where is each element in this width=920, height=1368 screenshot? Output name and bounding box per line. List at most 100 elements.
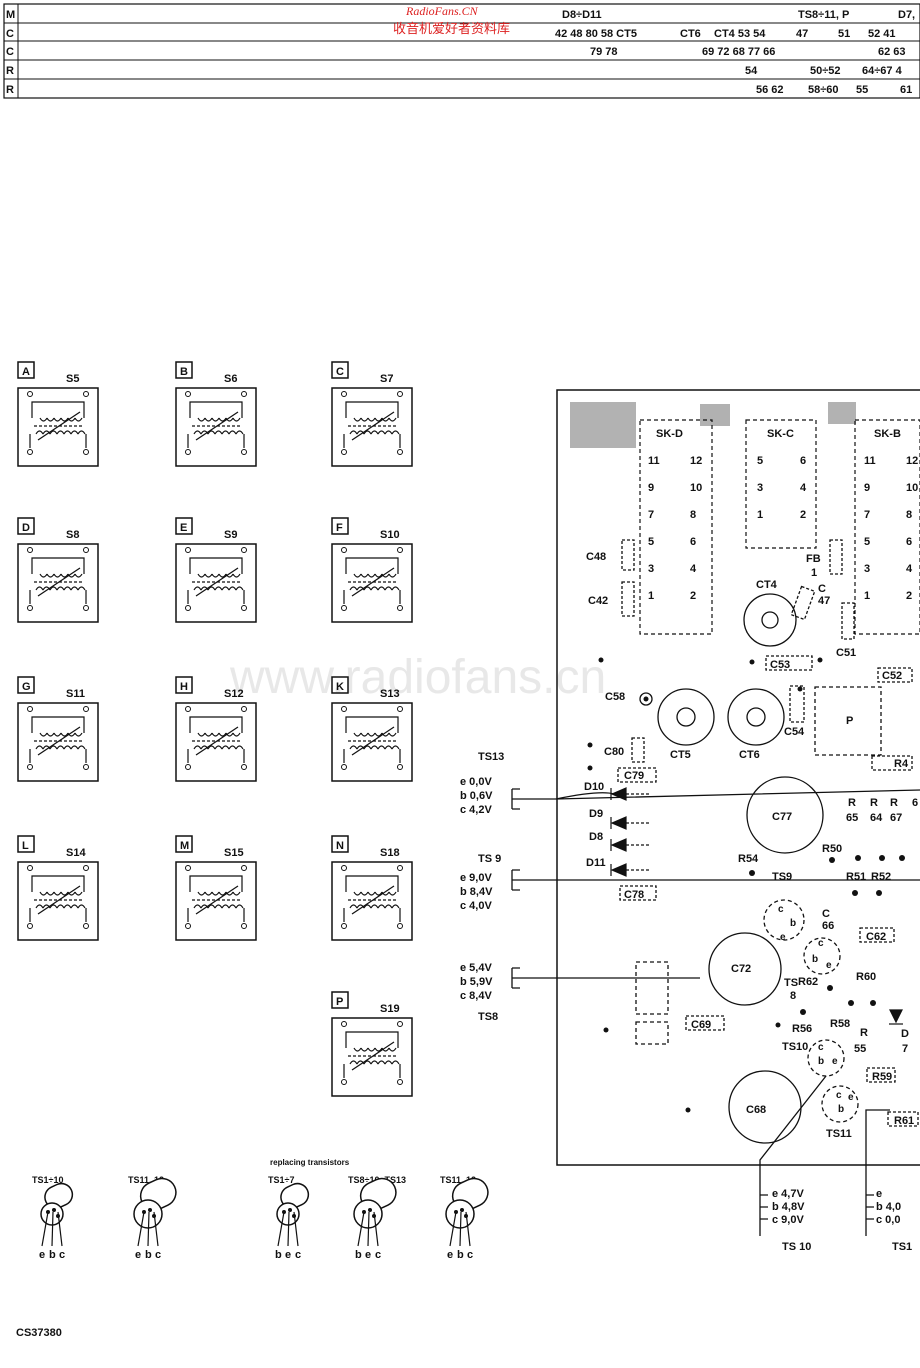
- coil-letter: L: [22, 840, 29, 852]
- parts-location-table: [3, 3, 920, 99]
- component-label: R60: [856, 971, 876, 983]
- coil-letter: F: [336, 522, 343, 534]
- component-label: 1: [811, 567, 817, 579]
- resistor-r4: [871, 755, 913, 771]
- pin-number: 5: [648, 536, 654, 548]
- coil-diagrams: AS5BS6CS7DS8ES9FS10GS11HS12KS13LS14MS15N…: [17, 361, 413, 1097]
- pin-number: 2: [690, 590, 696, 602]
- ts8-label: TS8: [478, 1011, 498, 1023]
- coil-diagram-s8: DS8: [17, 517, 99, 623]
- component-label: C69: [691, 1019, 711, 1031]
- capacitor-c52: [877, 667, 913, 683]
- capacitor-c80: [631, 737, 645, 763]
- ref-list: 52 41: [868, 28, 896, 40]
- transistor-pin: e: [832, 1056, 838, 1067]
- diodes: [610, 787, 903, 1025]
- coil-name: S6: [224, 373, 237, 385]
- ref-range: D8÷D11: [562, 9, 602, 21]
- coil-diagram-s15: M S15: [175, 835, 257, 941]
- component-label: 65: [846, 812, 858, 824]
- pin-letter: b: [49, 1249, 56, 1261]
- pin-number: 10: [690, 482, 702, 494]
- ts11-label: TS1: [892, 1241, 912, 1253]
- component-label: R: [848, 797, 856, 809]
- pin-letter: e: [135, 1249, 141, 1261]
- voltage-c: c 4,2V: [460, 804, 492, 816]
- pin-number: 2: [906, 590, 912, 602]
- pin-letter: b: [275, 1249, 282, 1261]
- transistor-pin: c: [778, 904, 784, 915]
- pin-number: 4: [800, 482, 807, 494]
- capacitor-c48: [621, 539, 635, 571]
- component-label: 55: [854, 1043, 866, 1055]
- component-label: 6: [912, 797, 918, 809]
- voltage-b: b 0,6V: [460, 790, 493, 802]
- trimmer-ct4: [743, 593, 797, 647]
- pin-number: 8: [690, 509, 696, 521]
- voltage-e: e 4,7V: [772, 1188, 804, 1200]
- coil-diagram-s9: ES9: [175, 517, 257, 623]
- pin-letter: c: [295, 1249, 301, 1261]
- transistor-pin: b: [790, 918, 796, 929]
- voltage-e: e 9,0V: [460, 872, 492, 884]
- component-label: C68: [746, 1104, 766, 1116]
- component-label: C78: [624, 889, 644, 901]
- ref-list: 54: [745, 65, 758, 77]
- component-label: C72: [731, 963, 751, 975]
- pin-number: 1: [864, 590, 870, 602]
- coil-name: S15: [224, 847, 244, 859]
- coil-letter: H: [180, 681, 188, 693]
- ref-list: 79 78: [590, 46, 618, 58]
- pin-letter: c: [59, 1249, 65, 1261]
- component-label: R51: [846, 871, 866, 883]
- capacitor-c51: [841, 602, 855, 640]
- watermark: www.radiofans.cn: [229, 651, 606, 704]
- ref-list: 51: [838, 28, 850, 40]
- voltage-e: e: [876, 1188, 882, 1200]
- capacitor-c69: [685, 1015, 725, 1031]
- component-label: C42: [588, 595, 608, 607]
- pin-letter: c: [155, 1249, 161, 1261]
- pin-letter: c: [375, 1249, 381, 1261]
- pinout-group-name: TS11, 12: [128, 1175, 164, 1185]
- component-label: CT5: [670, 749, 691, 761]
- coil-name: S7: [380, 373, 393, 385]
- pin-letter: e: [39, 1249, 45, 1261]
- coil-letter: K: [336, 681, 344, 693]
- pinout-group-name: TS11, 12: [440, 1175, 476, 1185]
- coil-diagram-s7: CS7: [331, 361, 413, 467]
- component-label: R54: [738, 853, 759, 865]
- ref-list: 50÷52: [810, 65, 841, 77]
- pin-number: 3: [864, 563, 870, 575]
- component-label: C: [818, 583, 826, 595]
- component-label: R: [860, 1027, 868, 1039]
- coil-name: S9: [224, 529, 237, 541]
- component-label: C52: [882, 670, 902, 682]
- pinout-group-name: TS1÷7: [268, 1175, 294, 1185]
- site-logo: RadioFans.CN: [405, 4, 479, 18]
- coil-letter: M: [180, 840, 189, 852]
- pin-number: 5: [757, 455, 763, 467]
- dashed-part: [635, 961, 669, 1015]
- coil-letter: G: [22, 681, 31, 693]
- capacitor-c42: [621, 581, 635, 617]
- pin-letter: b: [457, 1249, 464, 1261]
- component-label: R56: [792, 1023, 812, 1035]
- solder-pads: [587, 657, 905, 1113]
- coil-name: S5: [66, 373, 79, 385]
- ref-list: CT4 53 54: [714, 28, 766, 40]
- resistor-r61: [887, 1111, 919, 1127]
- pinout-group-name: TS1÷10: [32, 1175, 63, 1185]
- component-label: C53: [770, 659, 790, 671]
- voltage-callouts: [511, 788, 920, 1236]
- pin-letter: e: [447, 1249, 453, 1261]
- transistor-pin: e: [848, 1092, 854, 1103]
- coil-name: S14: [66, 847, 86, 859]
- table-row-codes: M C C R R: [6, 9, 15, 96]
- voltage-b: b 4,0: [876, 1201, 901, 1213]
